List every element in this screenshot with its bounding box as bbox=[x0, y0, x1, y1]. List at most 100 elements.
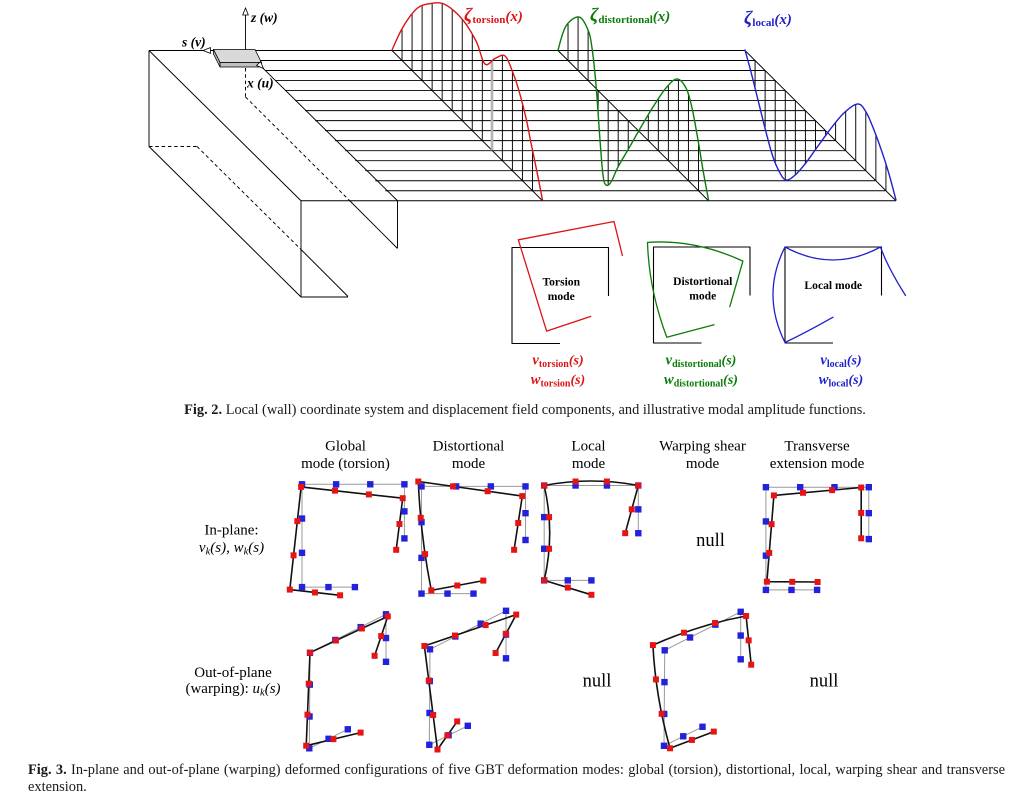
sheet-left-edge-x-axis-line bbox=[244, 50, 398, 202]
undeformed-node-marker bbox=[487, 483, 495, 490]
undeformed-node-marker bbox=[680, 733, 687, 740]
amplitude-curve-torsion bbox=[391, 2, 544, 201]
deformed-configuration-outofplane-distortional bbox=[421, 607, 520, 753]
deformed-configuration-outofplane-global bbox=[303, 611, 391, 752]
mode-displacement-label: vdistortional(s) bbox=[666, 353, 737, 371]
column-header-4: mode bbox=[686, 456, 720, 472]
x-axis-arrowhead-icon bbox=[255, 60, 265, 70]
null-cell-label: null bbox=[696, 531, 725, 551]
deformed-node-marker bbox=[541, 577, 548, 584]
deformed-node-marker bbox=[298, 483, 305, 490]
column-header-5: Transverse bbox=[784, 439, 850, 455]
plate-top-face bbox=[213, 49, 262, 63]
mode-displacement-label: vtorsion(s) bbox=[532, 353, 583, 371]
amplitude-curve-local bbox=[744, 49, 897, 201]
deformed-node-marker bbox=[399, 495, 406, 502]
deformed-node-marker bbox=[484, 488, 491, 495]
deformed-node-marker bbox=[331, 487, 338, 494]
deformed-node-marker bbox=[766, 549, 773, 556]
deformed-node-marker bbox=[421, 643, 428, 649]
undeformed-node-marker bbox=[661, 647, 668, 654]
deformed-node-marker bbox=[511, 546, 518, 553]
undeformed-node-marker bbox=[325, 583, 332, 591]
deformed-node-marker bbox=[434, 746, 441, 753]
deformed-node-marker bbox=[294, 518, 301, 525]
deformed-node-marker bbox=[330, 736, 337, 743]
undeformed-node-marker bbox=[452, 483, 460, 490]
mode-box-distortional: Distortionalmodevdistortional(s)wdistort… bbox=[646, 241, 751, 390]
deformed-node-marker bbox=[748, 661, 755, 668]
undeformed-node-marker bbox=[470, 590, 477, 597]
amplitude-function-label-distortional: ζdistortional(x) bbox=[590, 5, 670, 26]
undeformed-node-marker bbox=[418, 518, 425, 526]
deformed-node-marker bbox=[365, 491, 372, 498]
column-header-1: Global bbox=[325, 439, 366, 455]
deformed-node-marker bbox=[564, 584, 571, 591]
deformed-node-marker bbox=[628, 506, 635, 513]
undeformed-node-marker bbox=[418, 554, 425, 562]
s-axis-label: s (v) bbox=[181, 35, 206, 50]
undeformed-node-marker bbox=[418, 483, 425, 490]
deformed-node-marker bbox=[745, 637, 752, 644]
undeformed-node-marker bbox=[603, 482, 611, 489]
undeformed-node-marker bbox=[306, 745, 313, 752]
undeformed-node-marker bbox=[477, 620, 484, 627]
undeformed-section-frame bbox=[511, 246, 610, 345]
amplitude-function-local: ζlocal(x) bbox=[744, 8, 897, 202]
undeformed-node-marker bbox=[444, 590, 451, 597]
deformed-node-marker bbox=[652, 676, 659, 683]
row-label-2: Out-of-plane bbox=[194, 665, 272, 681]
member-edge-line bbox=[148, 146, 302, 298]
deformed-configuration-inplane-transverse bbox=[762, 484, 872, 594]
row-label-math-2: (warping): uk(s) bbox=[185, 681, 280, 699]
undeformed-node-marker bbox=[298, 549, 306, 557]
member-edge-line bbox=[301, 249, 349, 297]
member-hidden-edge-line bbox=[245, 96, 351, 202]
deformed-node-marker bbox=[393, 546, 400, 553]
row-label-1: In-plane: bbox=[204, 523, 258, 539]
amplitude-curve-distortional bbox=[557, 16, 710, 201]
mode-box-title: Local mode bbox=[804, 279, 862, 292]
undeformed-node-marker bbox=[572, 482, 579, 489]
column-header-3: mode bbox=[572, 456, 606, 472]
deformed-node-marker bbox=[454, 582, 461, 589]
deformed-node-marker bbox=[572, 478, 579, 485]
deformed-node-marker bbox=[519, 493, 526, 500]
deformed-node-marker bbox=[422, 551, 429, 558]
deformed-node-marker bbox=[858, 535, 865, 542]
undeformed-node-marker bbox=[522, 536, 529, 544]
amplitude-baseline-local bbox=[744, 50, 897, 202]
undeformed-node-marker bbox=[522, 483, 529, 490]
amplitude-function-torsion: ζtorsion(x) bbox=[391, 2, 544, 202]
undeformed-node-marker bbox=[635, 530, 642, 537]
deformed-node-marker bbox=[304, 711, 311, 718]
undeformed-section-frame bbox=[652, 246, 751, 344]
member-edge-line bbox=[148, 50, 302, 202]
deformed-node-marker bbox=[768, 521, 775, 528]
undeformed-section-frame bbox=[784, 246, 883, 344]
deformed-node-marker bbox=[444, 732, 451, 739]
undeformed-node-marker bbox=[367, 481, 374, 488]
undeformed-node-marker bbox=[382, 634, 390, 642]
deformed-node-marker bbox=[680, 629, 687, 636]
null-cell-label: null bbox=[810, 672, 839, 692]
channel-member-outline bbox=[148, 50, 398, 298]
undeformed-node-marker bbox=[401, 535, 408, 542]
undeformed-node-marker bbox=[788, 586, 795, 594]
deformed-node-marker bbox=[763, 578, 770, 585]
deformed-node-marker bbox=[770, 492, 777, 499]
mode-deformed-section bbox=[879, 246, 907, 297]
undeformed-node-marker bbox=[464, 722, 471, 729]
column-header-2: mode bbox=[452, 456, 486, 472]
figure-2: ζtorsion(x)ζdistortional(x)ζlocal(x)z (w… bbox=[148, 2, 907, 390]
undeformed-section-outline bbox=[421, 485, 526, 595]
deformed-node-marker bbox=[428, 587, 435, 594]
undeformed-node-marker bbox=[382, 658, 390, 665]
undeformed-node-marker bbox=[522, 510, 529, 517]
undeformed-node-marker bbox=[502, 655, 510, 662]
deformed-section-outline bbox=[289, 486, 404, 597]
deformed-node-marker bbox=[603, 478, 610, 485]
deformed-node-marker bbox=[290, 552, 297, 559]
